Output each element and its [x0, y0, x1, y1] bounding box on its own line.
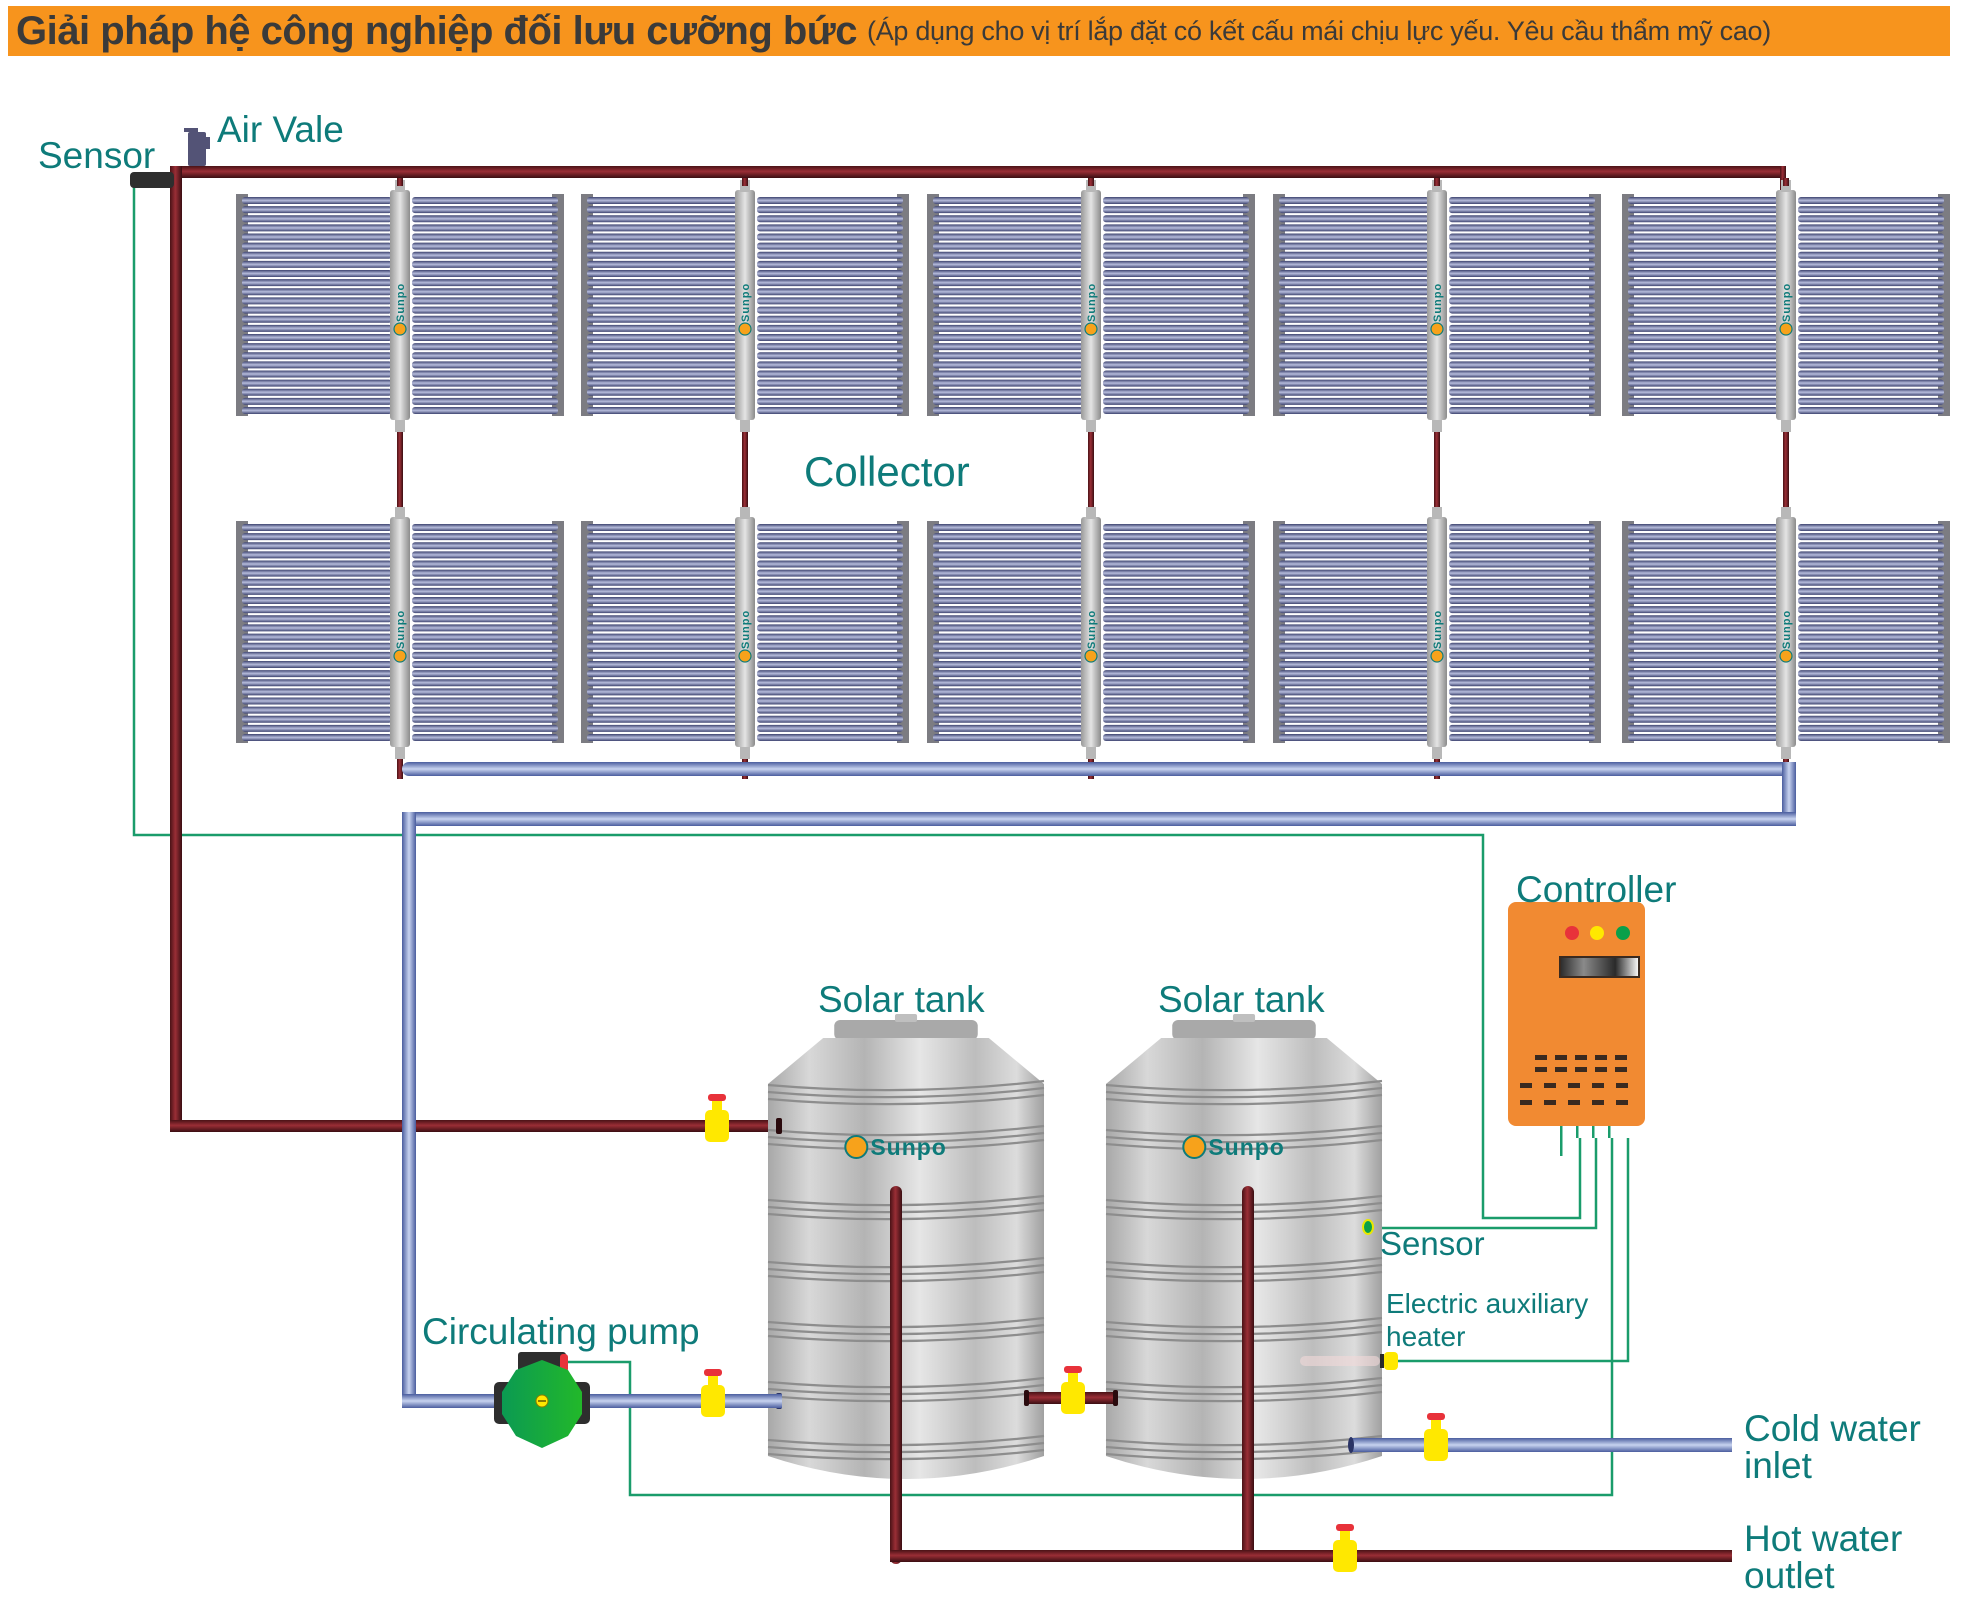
svg-text:Sunpo: Sunpo [1086, 283, 1098, 322]
sunpo-logo: Sunpo [738, 610, 752, 663]
label-hot-outlet-line2: outlet [1744, 1555, 1835, 1596]
label-cold-inlet-line2: inlet [1744, 1445, 1813, 1486]
sunpo-logo: Sunpo [1084, 610, 1098, 663]
electric-heater-icon [1300, 1352, 1398, 1370]
heater-wire [1395, 1138, 1630, 1363]
valve-icon [1333, 1524, 1357, 1572]
label-solar-tank-1: Solar tank [818, 979, 985, 1020]
collector-panel: Sunpo [927, 507, 1255, 779]
label-hot-outlet-line1: Hot water [1744, 1518, 1902, 1559]
svg-text:Sunpo: Sunpo [740, 283, 752, 322]
collector-panel: Sunpo [581, 507, 909, 779]
label-sensor-top: Sensor [38, 135, 155, 176]
label-solar-tank-2: Solar tank [1158, 979, 1325, 1020]
sunpo-logo: Sunpo [1182, 1134, 1285, 1160]
sunpo-logo: Sunpo [1779, 283, 1793, 336]
sunpo-logo: Sunpo [1430, 610, 1444, 663]
tank-sensor-wire [1370, 1138, 1598, 1230]
collector-link-pipe [397, 432, 403, 528]
label-sensor-tank: Sensor [1380, 1225, 1485, 1262]
valve-icon [701, 1369, 725, 1417]
valve-icon [1424, 1413, 1448, 1461]
hot-supply-pipe [170, 166, 1786, 1132]
collector-link-pipe [1783, 432, 1789, 528]
svg-text:Sunpo: Sunpo [1086, 610, 1098, 649]
collector-panel: Sunpo [1622, 507, 1950, 779]
sunpo-logo: Sunpo [738, 283, 752, 336]
valve-icon [1061, 1366, 1085, 1414]
controller-vents [1520, 1055, 1628, 1105]
collector-panel: Sunpo [236, 507, 564, 779]
sunpo-logo: Sunpo [844, 1134, 947, 1160]
air-vale-icon [184, 128, 210, 166]
header-banner: Giải pháp hệ công nghiệp đối lưu cưỡng b… [8, 6, 1950, 56]
indicator-light-yellow [1590, 926, 1604, 940]
collector-panel: Sunpo [581, 178, 909, 528]
sunpo-logo: Sunpo [1779, 610, 1793, 663]
pump-wire [566, 1138, 1614, 1497]
label-collector: Collector [804, 448, 970, 495]
label-air-vale: Air Vale [217, 109, 344, 150]
collector-panel: Sunpo [236, 178, 564, 528]
valve-icon [705, 1094, 729, 1142]
svg-text:Sunpo: Sunpo [1781, 610, 1793, 649]
svg-text:Sunpo: Sunpo [1781, 283, 1793, 322]
collector-sensor-wire [132, 185, 1582, 1220]
collector-panel: Sunpo [1273, 178, 1601, 528]
collector-link-pipe [1088, 432, 1094, 528]
circulating-pump-icon [418, 1352, 782, 1448]
page-title: Giải pháp hệ công nghiệp đối lưu cưỡng b… [16, 8, 858, 53]
sunpo-logo: Sunpo [393, 610, 407, 663]
cold-inlet-pipe [1348, 1437, 1732, 1453]
svg-text:Sunpo: Sunpo [1432, 610, 1444, 649]
sunpo-logo: Sunpo [1084, 283, 1098, 336]
sunpo-logo: Sunpo [1430, 283, 1444, 336]
collector-panel: Sunpo [1622, 178, 1950, 528]
svg-text:Sunpo: Sunpo [740, 610, 752, 649]
signal-wires [132, 185, 1630, 1497]
collector-sensor [130, 172, 174, 188]
label-heater-line1: Electric auxiliary [1386, 1288, 1588, 1319]
indicator-light-red [1565, 926, 1579, 940]
page-subtitle: (Áp dụng cho vị trí lắp đặt có kết cấu m… [867, 15, 1771, 46]
collector-panel: Sunpo [1273, 507, 1601, 779]
tank-sensor-icon [1362, 1219, 1374, 1235]
svg-text:Sunpo: Sunpo [1432, 283, 1444, 322]
sunpo-logo: Sunpo [393, 283, 407, 336]
svg-text:Sunpo: Sunpo [395, 610, 407, 649]
label-heater-line2: heater [1386, 1321, 1465, 1352]
indicator-light-green [1616, 926, 1630, 940]
solar-tank-1: Sunpo [767, 1014, 1045, 1479]
collector-link-pipe [742, 432, 748, 528]
collector-link-pipe [1434, 432, 1440, 528]
svg-text:Sunpo: Sunpo [1208, 1134, 1285, 1160]
svg-text:Sunpo: Sunpo [870, 1134, 947, 1160]
collector-panel: Sunpo [927, 178, 1255, 528]
label-cold-inlet-line1: Cold water [1744, 1408, 1921, 1449]
hot-outlet-pipe [890, 1186, 1732, 1564]
label-controller: Controller [1516, 869, 1676, 910]
controller-display [1559, 956, 1640, 978]
controller-box [1508, 902, 1645, 1156]
label-circulating-pump: Circulating pump [422, 1311, 700, 1352]
svg-text:Sunpo: Sunpo [395, 283, 407, 322]
valves [701, 1094, 1448, 1572]
